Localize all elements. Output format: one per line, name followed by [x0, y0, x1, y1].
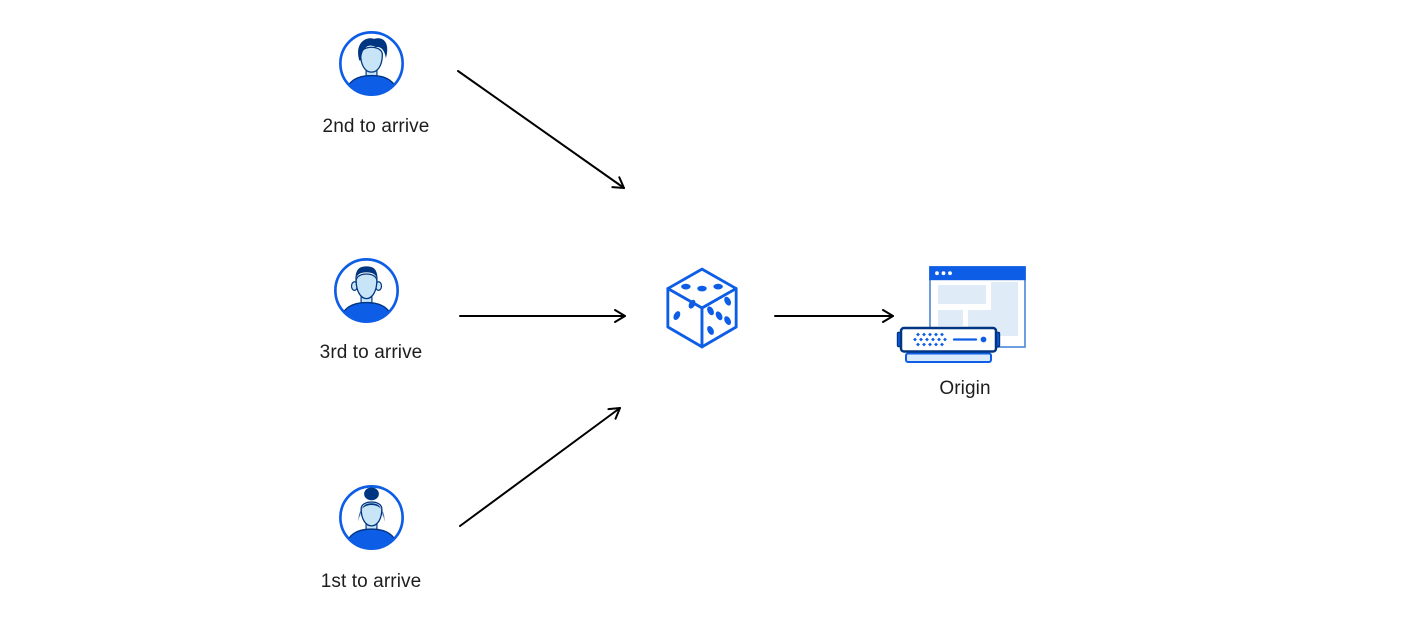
client-node-2nd — [338, 30, 405, 102]
origin-server-browser-icon — [896, 266, 1026, 363]
client-label-2nd: 2nd to arrive — [322, 116, 430, 137]
dice-icon — [666, 267, 738, 349]
server-icon — [896, 326, 1001, 363]
man-short-hair-avatar-icon — [334, 258, 399, 323]
man-swoop-hair-avatar-icon — [339, 31, 404, 96]
client-node-3rd — [333, 257, 400, 329]
origin-label: Origin — [939, 378, 991, 399]
woman-bun-avatar-icon — [339, 485, 404, 550]
client-node-1st — [338, 484, 405, 556]
arrow-client1st-to-dice — [459, 407, 621, 527]
randomizer-node — [665, 266, 739, 355]
client-label-1st: 1st to arrive — [320, 571, 422, 592]
origin-node — [896, 260, 1030, 371]
arrow-client2nd-to-dice — [457, 70, 625, 189]
client-label-3rd: 3rd to arrive — [319, 342, 423, 363]
